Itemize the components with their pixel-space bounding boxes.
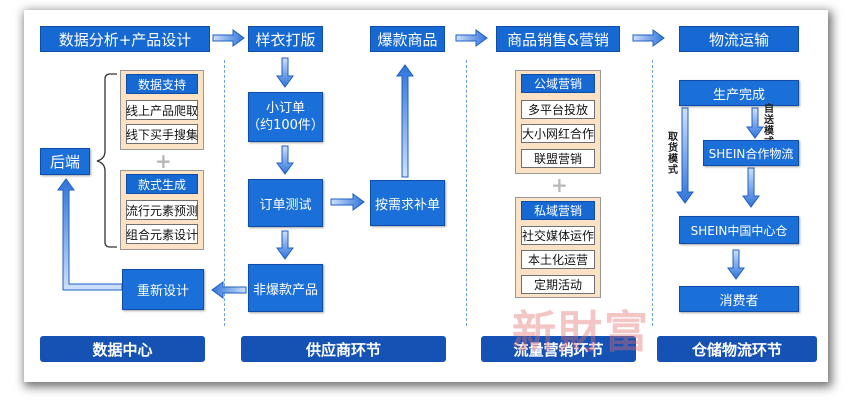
data-support-title: 数据支持 <box>126 74 198 94</box>
consumer-box: 消费者 <box>679 286 799 312</box>
separator-3 <box>652 60 653 326</box>
restock-box: 按需求补单 <box>370 180 445 226</box>
plus-sign: + <box>155 149 172 173</box>
footer-supply-chain: 供应商环节 <box>241 336 446 362</box>
pickup-mode-label: 取货模式 <box>668 132 678 176</box>
private-marketing-title: 私域营销 <box>521 201 595 220</box>
header-sales: 商品销售&营销 <box>496 26 620 52</box>
header-data-product: 数据分析+产品设计 <box>40 26 210 52</box>
non-hot-box: 非爆款产品 <box>248 264 323 312</box>
separator-2 <box>466 60 467 326</box>
shein-center-warehouse-box: SHEIN中国中心仓 <box>679 216 799 244</box>
support-item-offline: 线下买手搜集 <box>126 124 198 144</box>
private-item-events: 定期活动 <box>521 275 595 294</box>
support-item-online: 线上产品爬取 <box>126 100 198 120</box>
footer-data-center: 数据中心 <box>40 336 205 362</box>
style-title: 款式生成 <box>126 174 198 194</box>
header-hot-product: 爆款商品 <box>370 26 445 52</box>
production-done-box: 生产完成 <box>679 80 799 106</box>
small-order-line2: （约100件） <box>247 118 324 133</box>
style-item-trend: 流行元素预测 <box>126 200 198 220</box>
small-order-line1: 小订单 <box>265 101 305 116</box>
footer-traffic-marketing: 流量营销环节 <box>481 336 636 362</box>
public-item-influencer: 大小网红合作 <box>521 124 595 143</box>
plus-sign-marketing: + <box>551 173 568 197</box>
header-logistics: 物流运输 <box>679 26 799 52</box>
private-item-local: 本土化运营 <box>521 250 595 269</box>
public-item-affiliate: 联盟营销 <box>521 149 595 168</box>
private-item-social: 社交媒体运作 <box>521 226 595 245</box>
shein-partner-logistics-box: SHEIN合作物流 <box>703 140 799 166</box>
backend-box: 后端 <box>40 148 90 175</box>
watermark-logo: 新財富 <box>512 307 650 358</box>
header-sample: 样衣打版 <box>248 26 323 52</box>
style-item-combine: 组合元素设计 <box>126 224 198 244</box>
footer-warehouse: 仓储物流环节 <box>657 336 817 362</box>
small-order-box: 小订单 （约100件） <box>247 92 324 142</box>
public-item-platform: 多平台投放 <box>521 100 595 119</box>
order-test-box: 订单测试 <box>248 179 323 227</box>
public-marketing-title: 公域营销 <box>521 74 595 93</box>
redesign-box: 重新设计 <box>122 269 204 310</box>
separator-1 <box>224 60 225 326</box>
